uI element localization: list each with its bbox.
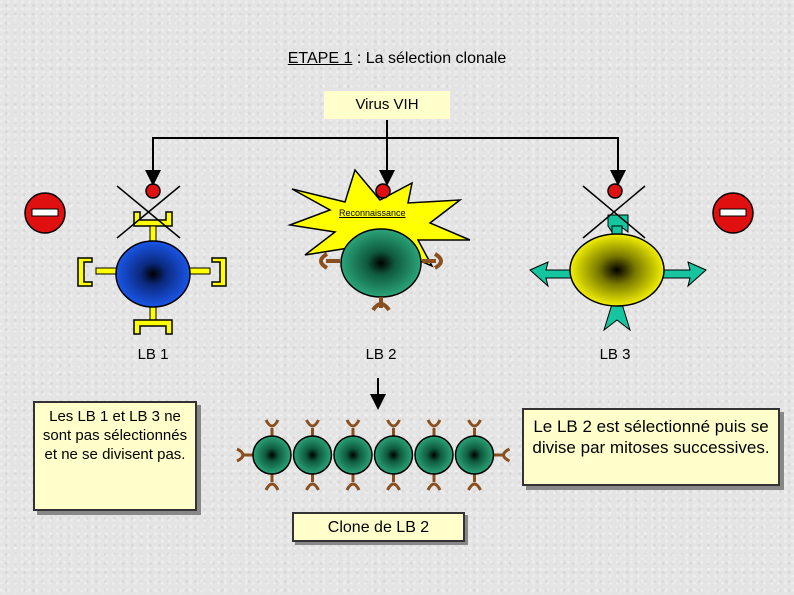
lb1-receptor-bottom [133, 319, 173, 335]
clone-cell [236, 419, 292, 491]
lb3-label: LB 3 [599, 346, 631, 363]
lb1-cell [77, 183, 227, 335]
clone-cell [373, 419, 414, 491]
clone-cell [333, 419, 373, 491]
recognition-burst [287, 168, 471, 272]
lb3-receptor-left [529, 261, 577, 288]
lb2-receptor-right [422, 252, 443, 270]
inhibit-icon-right [712, 192, 754, 234]
lb2-receptor-left [319, 252, 340, 270]
lb1-body [115, 240, 191, 308]
left-note: Les LB 1 et LB 3 ne sont pas sélectionné… [33, 401, 197, 511]
inhibit-icon-left [24, 192, 66, 234]
lb1-receptor-left [77, 257, 93, 287]
right-note: Le LB 2 est sélectionné puis se divise p… [522, 408, 780, 486]
lb2-antigen [375, 183, 391, 199]
lb3-body [569, 233, 665, 307]
recognition-label: Reconnaissance [339, 208, 406, 218]
lb2-cell [287, 168, 471, 312]
lb3-receptor-right [659, 261, 707, 288]
lb1-receptor-top [133, 211, 173, 227]
virus-label: Virus VIH [324, 91, 450, 119]
virus-branch-lines [145, 120, 626, 186]
lb3-cross-icon [582, 185, 646, 239]
lb1-label: LB 1 [137, 346, 169, 363]
lb2-receptor-bottom [371, 297, 391, 312]
lb1-cross-icon [116, 185, 181, 239]
clone-cell [454, 419, 511, 491]
lb3-receptor-bottom [603, 303, 631, 332]
clone-cell [414, 419, 454, 491]
title-text: : La sélection clonale [352, 50, 507, 67]
clone-label: Clone de LB 2 [292, 512, 465, 542]
lb2-body [340, 228, 422, 298]
title-step: ETAPE 1 [287, 50, 353, 67]
diagram-title: ETAPE 1 : La sélection clonale [0, 50, 794, 68]
lb1-antigen [145, 183, 161, 199]
lb2-label: LB 2 [365, 346, 397, 363]
lb1-receptor-right [211, 257, 227, 287]
clone-row [236, 419, 511, 491]
lb3-cell [529, 183, 707, 332]
clone-cell [292, 419, 333, 491]
lb3-antigen [607, 183, 623, 199]
